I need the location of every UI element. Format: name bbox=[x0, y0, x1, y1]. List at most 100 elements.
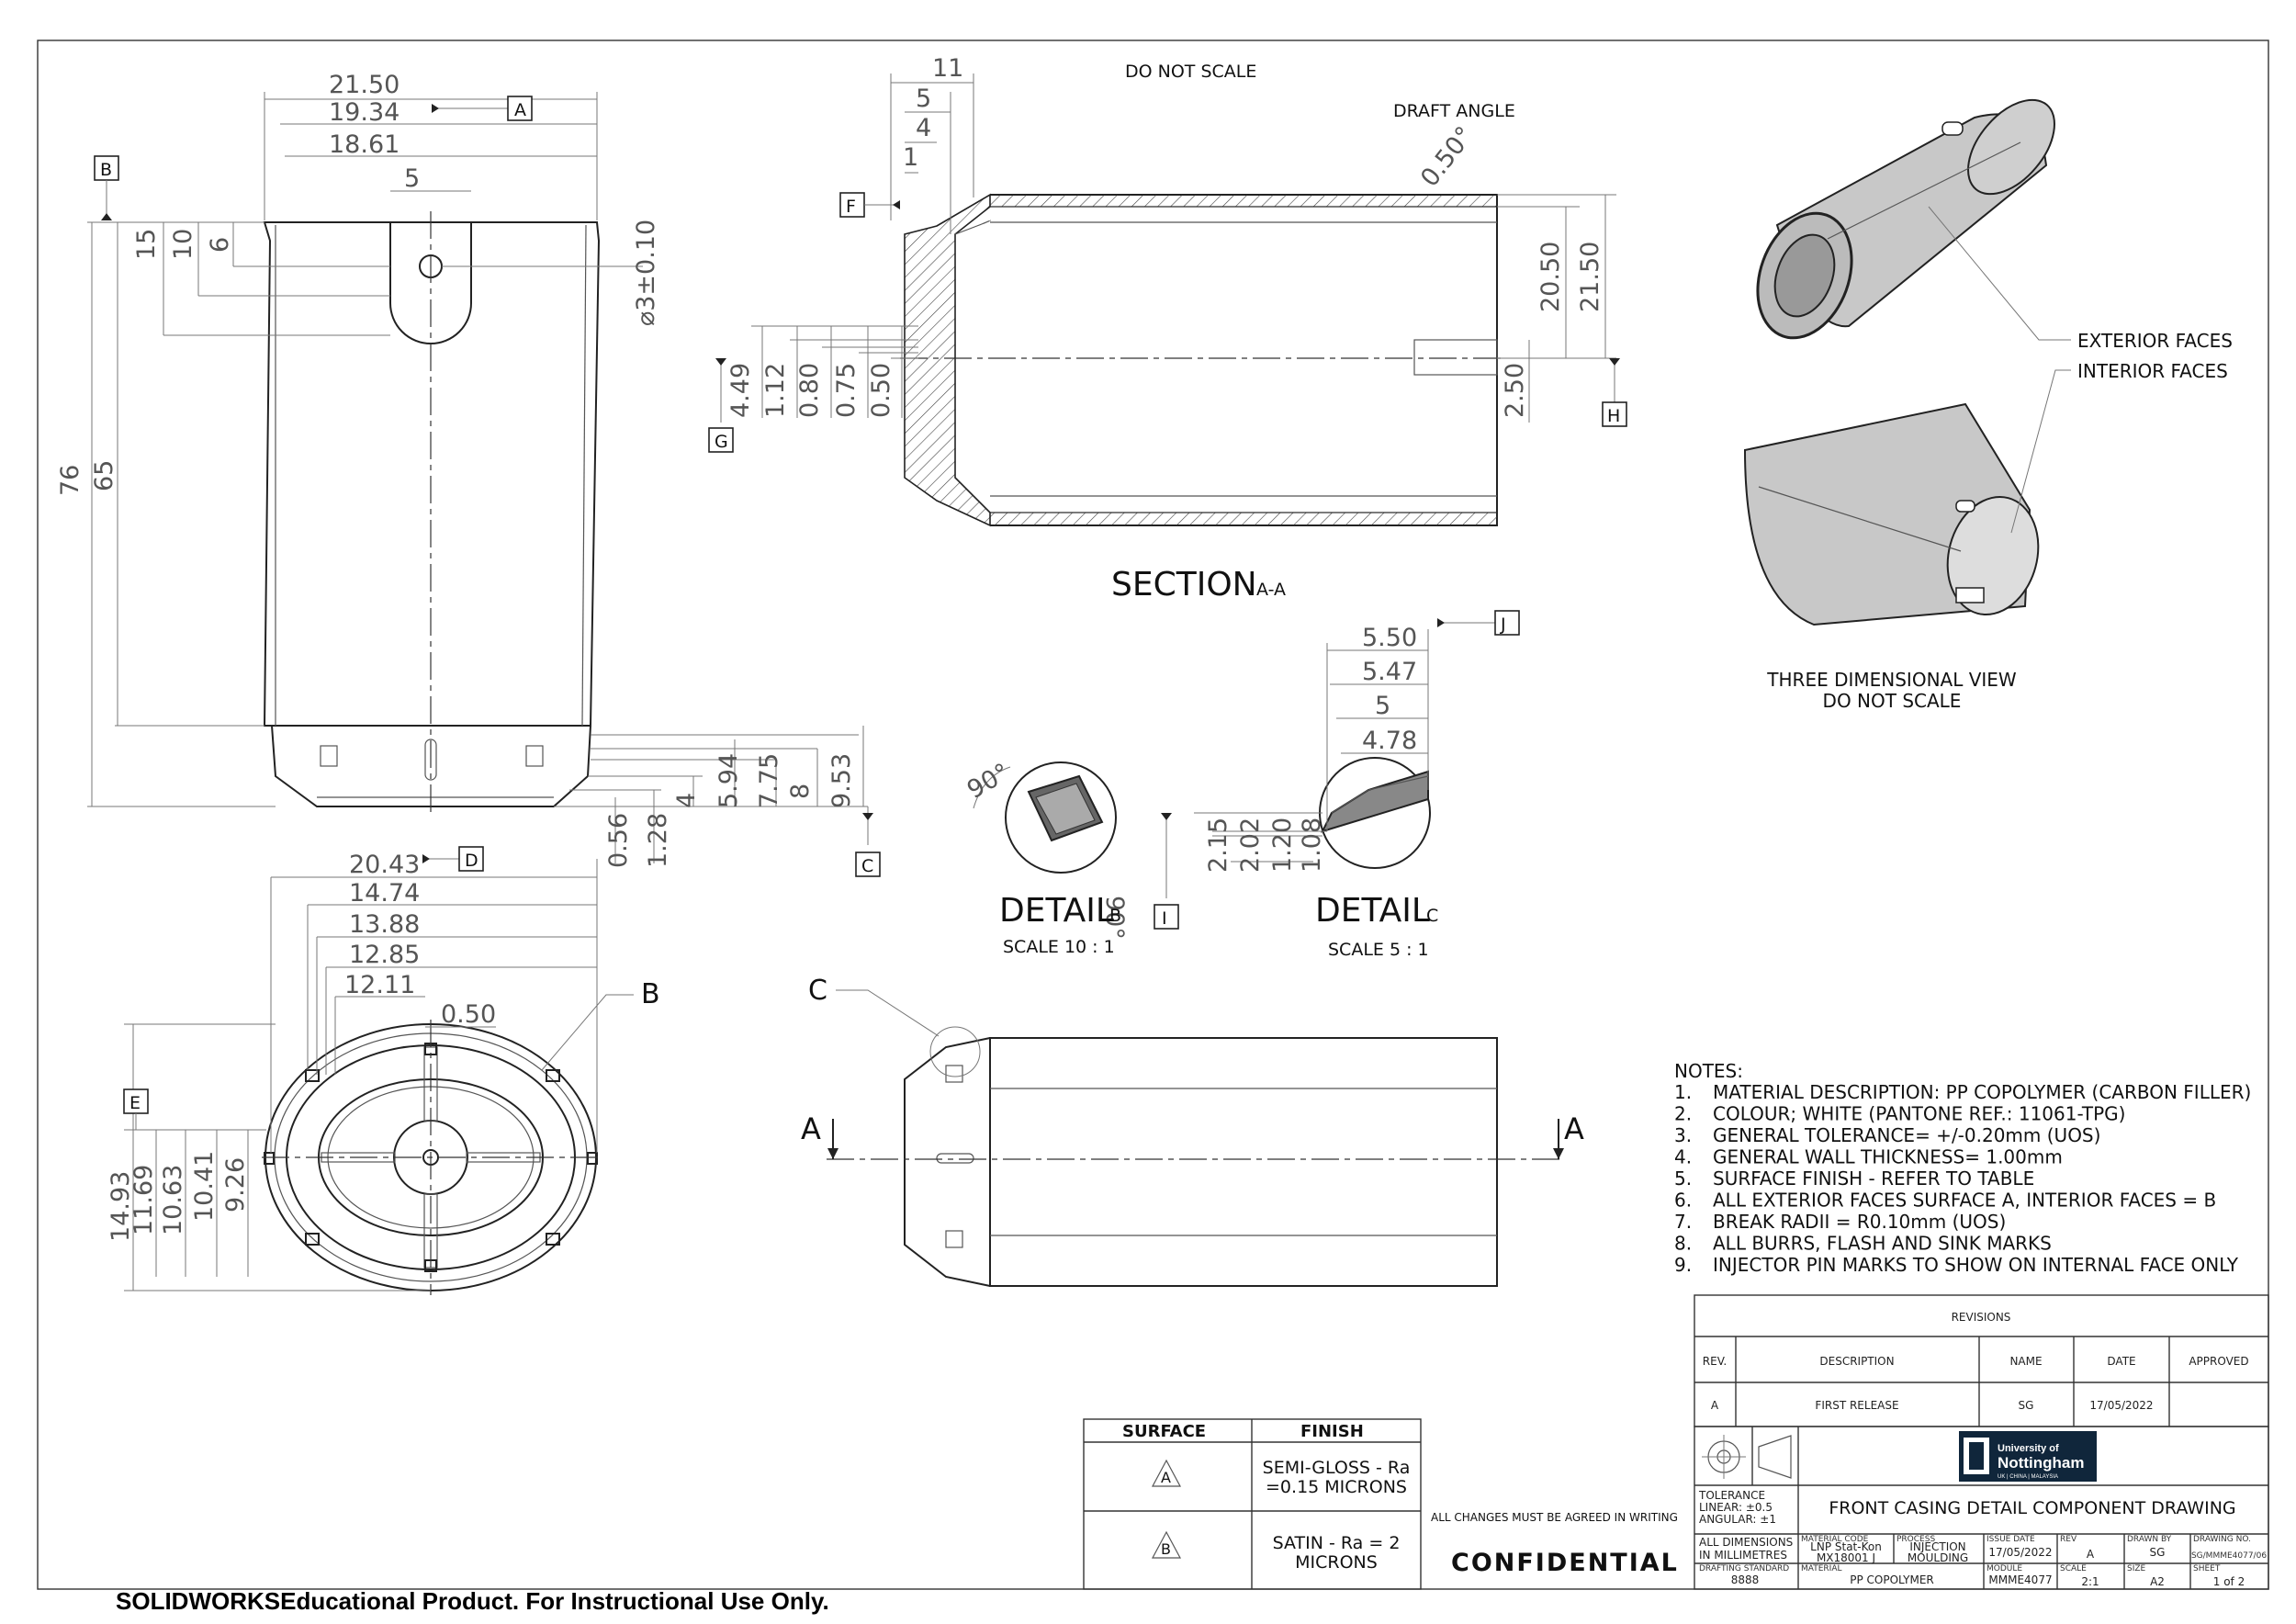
sheet-label: SHEET bbox=[2193, 1564, 2221, 1573]
front-bottom-dims: 0.56 1.28 4 5.94 7.75 8 9.53 bbox=[554, 726, 868, 868]
note-item: ALL EXTERIOR FACES SURFACE A, INTERIOR F… bbox=[1713, 1190, 2216, 1212]
section-body-outline bbox=[990, 194, 1498, 526]
logo-line-3: UK | CHINA | MALAYSIA bbox=[1998, 1474, 2058, 1480]
datum-c-box bbox=[855, 851, 881, 877]
rev-header-rev: REV. bbox=[1703, 1355, 1727, 1368]
dim-9-26: 9.26 bbox=[221, 1157, 250, 1212]
dim-hole-dia: ⌀3±0.10 bbox=[632, 220, 660, 326]
dim-21-50b: 21.50 bbox=[1576, 242, 1604, 312]
datum-e-box bbox=[123, 1088, 149, 1114]
finish-header-finish: FINISH bbox=[1300, 1422, 1364, 1441]
tolerance-label: TOLERANCE bbox=[1698, 1489, 1765, 1502]
scale: 2:1 bbox=[2081, 1575, 2099, 1588]
end-view: 20.43 14.74 13.88 12.85 12.11 0.50 D B 1… bbox=[107, 846, 660, 1295]
detail-b-scale: SCALE 10 : 1 bbox=[1003, 937, 1115, 957]
dim-10-63: 10.63 bbox=[159, 1165, 187, 1235]
dim-c-4-78: 4.78 bbox=[1362, 727, 1417, 755]
dim-c-5-47: 5.47 bbox=[1362, 658, 1417, 686]
dim-4: 4 bbox=[672, 793, 701, 808]
dim-15: 15 bbox=[132, 229, 161, 260]
drawing-no-label: DRAWING NO. bbox=[2193, 1535, 2251, 1544]
detail-c-title: DETAIL bbox=[1315, 892, 1430, 930]
front-view: 21.50 19.34 18.61 5 A B 76 65 15 10 6 bbox=[56, 71, 881, 877]
rev-row-date: 17/05/2022 bbox=[2089, 1399, 2153, 1412]
note-number: 2. bbox=[1674, 1103, 1692, 1125]
dim-0-50b: 0.50 bbox=[441, 1000, 496, 1029]
tolerance-angular: ANGULAR: ±1 bbox=[1699, 1513, 1776, 1526]
drawing-no: SG/MMME4077/06 bbox=[2191, 1551, 2267, 1561]
note-item: GENERAL TOLERANCE= +/-0.20mm (UOS) bbox=[1713, 1124, 2100, 1146]
section-arrow-a-right: A bbox=[1564, 1111, 1584, 1146]
side-view-c-label: C bbox=[808, 975, 827, 1007]
sheet-border bbox=[37, 39, 2269, 1590]
process-1: INJECTION bbox=[1909, 1540, 1965, 1553]
finish-a-line1: SEMI-GLOSS - Ra bbox=[1263, 1458, 1411, 1478]
rev-header-approved: APPROVED bbox=[2189, 1355, 2248, 1368]
title-block: University of Nottingham UK | CHINA | MA… bbox=[1694, 1426, 2269, 1590]
dim-1-28: 1.28 bbox=[644, 813, 672, 868]
dim-5: 5 bbox=[404, 164, 420, 193]
datum-b-label: B bbox=[100, 160, 112, 180]
section-title-suffix: A-A bbox=[1256, 580, 1286, 600]
dim-20-43: 20.43 bbox=[349, 851, 420, 879]
finish-a-line2: =0.15 MICRONS bbox=[1266, 1477, 1407, 1497]
datum-d-box bbox=[458, 846, 484, 872]
notes-heading: NOTES: bbox=[1674, 1060, 1743, 1082]
detail-c-suffix: C bbox=[1426, 906, 1438, 926]
note-number: 5. bbox=[1674, 1167, 1692, 1190]
dim-9-53: 9.53 bbox=[827, 753, 856, 808]
end-view-b-label: B bbox=[641, 978, 660, 1010]
note-item: SURFACE FINISH - REFER TO TABLE bbox=[1713, 1167, 2034, 1190]
datum-e-label: E bbox=[129, 1093, 141, 1113]
material-code-label: MATERIAL CODE bbox=[1801, 1535, 1869, 1544]
rev-header-date: DATE bbox=[2107, 1355, 2135, 1368]
datum-i-box bbox=[1154, 904, 1179, 930]
drafting-std: 8888 bbox=[1731, 1573, 1760, 1586]
section-slot bbox=[1413, 339, 1498, 376]
dim-10-41: 10.41 bbox=[190, 1151, 219, 1222]
dim-0-75: 0.75 bbox=[832, 363, 861, 418]
dim-0-80: 0.80 bbox=[795, 363, 824, 418]
drawn-by: SG bbox=[2150, 1546, 2166, 1559]
changes-note: ALL CHANGES MUST BE AGREED IN WRITING bbox=[1431, 1511, 1678, 1524]
note-number: 9. bbox=[1674, 1254, 1692, 1276]
material-code-1: LNP Stat-Kon bbox=[1810, 1540, 1882, 1553]
module-label: MODULE bbox=[1986, 1564, 2022, 1573]
dim-14-93: 14.93 bbox=[107, 1171, 135, 1242]
surface-finish-table: SURFACE FINISH A SEMI-GLOSS - Ra =0.15 M… bbox=[1083, 1418, 1422, 1590]
dim-1-12: 1.12 bbox=[761, 363, 790, 418]
dim-4b: 4 bbox=[916, 114, 931, 142]
note-number: 8. bbox=[1674, 1233, 1692, 1255]
dim-c-5-50: 5.50 bbox=[1362, 624, 1417, 652]
material-label: MATERIAL bbox=[1801, 1564, 1842, 1573]
rev-header-name: NAME bbox=[2009, 1355, 2042, 1368]
note-number: 7. bbox=[1674, 1211, 1692, 1233]
note-item: COLOUR; WHITE (PANTONE REF.: 11061-TPG) bbox=[1713, 1103, 2125, 1125]
note-item: BREAK RADII = R0.10mm (UOS) bbox=[1713, 1211, 2006, 1233]
dim-0-50: 0.50 bbox=[867, 363, 895, 418]
front-body-outline bbox=[263, 221, 601, 727]
detail-b-angle1: 90° bbox=[962, 758, 1015, 805]
issue-date-label: ISSUE DATE bbox=[1986, 1535, 2035, 1544]
iso-caption-1: THREE DIMENSIONAL VIEW bbox=[1766, 669, 2017, 691]
dim-21-50: 21.50 bbox=[329, 71, 400, 99]
detail-c-scale: SCALE 5 : 1 bbox=[1328, 940, 1429, 960]
note-item: ALL BURRS, FLASH AND SINK MARKS bbox=[1713, 1233, 2052, 1255]
dim-c-5: 5 bbox=[1375, 692, 1390, 720]
do-not-scale-label: DO NOT SCALE bbox=[1125, 62, 1256, 82]
detail-c-view: 5.50 5.47 5 4.78 J 2.15 2.02 1.20 1.08 I… bbox=[1154, 610, 1520, 960]
size-label: SIZE bbox=[2127, 1564, 2146, 1573]
detail-b-view: 90° 90° DETAIL B SCALE 10 : 1 bbox=[962, 758, 1129, 957]
sheet: 1 of 2 bbox=[2213, 1575, 2245, 1588]
side-body bbox=[989, 1037, 1498, 1287]
dim-c-1-08: 1.08 bbox=[1298, 818, 1326, 873]
note-number: 3. bbox=[1674, 1124, 1692, 1146]
solidworks-footer: SOLIDWORKSEducational Product. For Instr… bbox=[116, 1587, 829, 1615]
dim-7-75: 7.75 bbox=[755, 753, 783, 808]
dim-11-69: 11.69 bbox=[129, 1165, 158, 1235]
revisions-title: REVISIONS bbox=[1952, 1311, 2011, 1324]
datum-f-label: F bbox=[846, 197, 856, 217]
note-number: 4. bbox=[1674, 1146, 1692, 1168]
logo-line-1: University of bbox=[1998, 1443, 2059, 1454]
